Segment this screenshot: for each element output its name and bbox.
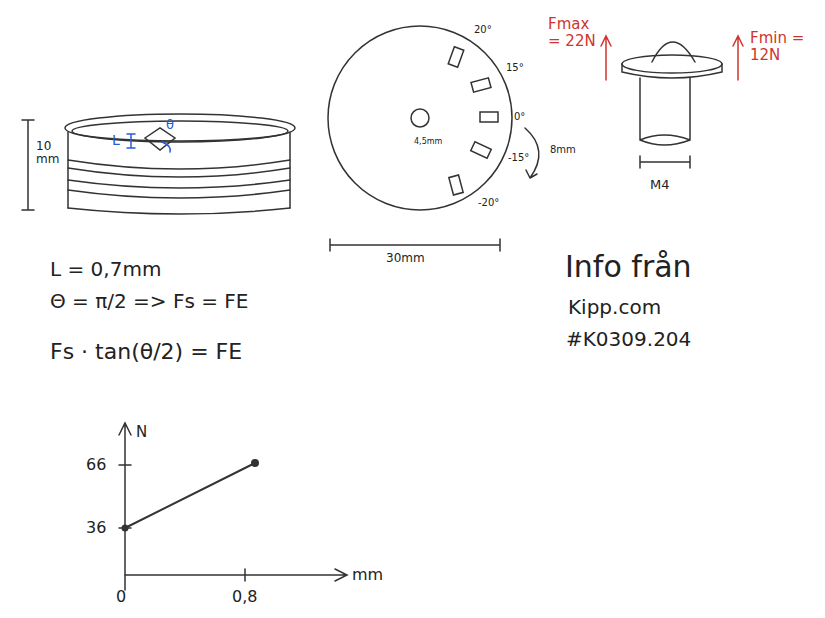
- graph-point: [122, 525, 129, 532]
- graph-point: [251, 459, 259, 467]
- tick-label: 66: [86, 456, 106, 474]
- angle-label: -15°: [508, 152, 529, 163]
- angle-label: -20°: [478, 197, 499, 208]
- dimension-line: [640, 156, 690, 168]
- formula: L = 0,7mm: [50, 258, 161, 280]
- dimension-label: 4,5mm: [414, 138, 442, 147]
- angle-arc: [162, 142, 170, 152]
- axis: [119, 423, 131, 590]
- size-label: M4: [650, 178, 670, 192]
- note: Info från: [565, 250, 692, 283]
- graph-line: [125, 463, 255, 528]
- force-label: Fmin = 12N: [750, 30, 810, 63]
- plunger-flange: [622, 55, 722, 73]
- angle-label: 0°: [514, 111, 525, 122]
- tick-label: 0: [116, 588, 126, 606]
- angle-label: 15°: [506, 62, 524, 73]
- angle-label: 20°: [474, 24, 492, 35]
- plunger-knob: [652, 42, 695, 62]
- formula: Θ = π/2 => Fs = FE: [50, 290, 249, 312]
- pulley-groove: [68, 160, 290, 214]
- angle-label: θ: [166, 118, 174, 132]
- axis: [125, 569, 347, 581]
- pulley-rim-inner: [72, 121, 288, 141]
- pulley-rim: [65, 114, 295, 142]
- detent-slot: [448, 47, 498, 195]
- dimension-line: [127, 134, 135, 148]
- dimension-line: [330, 239, 500, 251]
- tick-label: 0,8: [232, 588, 257, 606]
- dimension-label: L: [112, 133, 120, 148]
- plunger-body: [640, 78, 690, 145]
- dimension-label: 10 mm: [36, 140, 66, 166]
- note: Kipp.com: [568, 296, 661, 318]
- force-arrow: [601, 36, 743, 80]
- axis-label: N: [136, 424, 147, 441]
- note: #K0309.204: [566, 328, 691, 350]
- pulley-side: [68, 132, 290, 208]
- plunger-flange: [622, 64, 722, 78]
- dimension-line: [22, 120, 34, 210]
- dimension-label: 30mm: [386, 252, 425, 265]
- indexing-disc: [328, 26, 512, 210]
- axis-label: mm: [352, 566, 383, 584]
- tick: [119, 465, 245, 581]
- tick-label: 36: [86, 519, 106, 537]
- center-hole: [411, 109, 429, 127]
- formula: Fs · tan(θ/2) = FE: [50, 340, 242, 364]
- dimension-label: 8mm: [550, 144, 576, 155]
- force-label: Fmax = 22N: [548, 16, 596, 49]
